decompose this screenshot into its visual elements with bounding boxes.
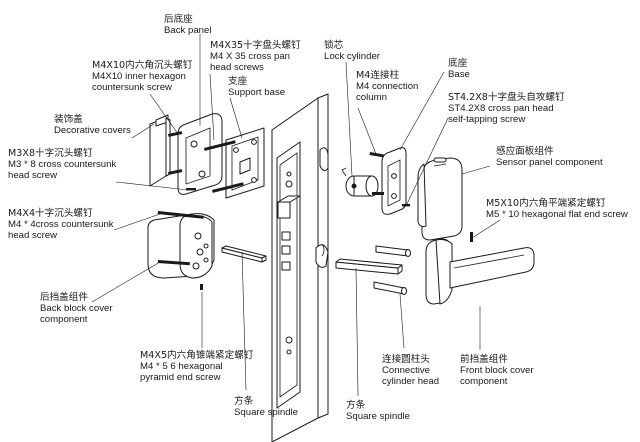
square-spindle-left — [221, 245, 267, 263]
label-m5x10-screw-zh: M5X10内六角平端紧定螺钉 — [486, 198, 606, 209]
label-decorative-covers-en: Decorative covers — [54, 125, 131, 137]
label-m4x5-screw-en-1: M4 * 5 6 hexagonal — [140, 361, 223, 373]
front-block-cover-shape — [425, 238, 535, 305]
m4-connection-columns — [369, 152, 384, 195]
label-back-block-cover-zh: 后挡盖组件 — [40, 292, 88, 303]
label-m4x10-screw-en-1: M4X10 inner hexagon — [92, 71, 186, 83]
label-back-block-cover-en-1: Back block cover — [40, 303, 113, 315]
label-m4x4-screw-en-1: M4 * 4cross countersunk — [8, 219, 114, 231]
label-square-spindle-left-en: Square spindle — [234, 407, 299, 419]
label-square-spindle-left-zh: 方条 — [234, 396, 254, 407]
label-m4-connection-column-en-2: column — [356, 92, 387, 104]
label-sensor-panel-en: Sensor panel component — [496, 157, 603, 169]
label-square-spindle-right: 方条 Square spindle — [346, 400, 410, 422]
label-back-panel-zh: 后底座 — [164, 14, 193, 25]
label-square-spindle-left: 方条 Square spindle — [234, 396, 298, 418]
label-lock-cylinder-en: Lock cylinder — [324, 51, 380, 63]
label-front-block-cover-en-2: component — [460, 376, 508, 388]
label-sensor-panel: 感应面板组件 Sensor panel component — [496, 146, 603, 168]
label-connective-cylinder-head: 连接圆柱头 Connective cylinder head — [382, 354, 439, 388]
label-decorative-covers: 装饰盖 Decorative covers — [54, 114, 131, 136]
label-m3x8-screw: M3X8十字沉头螺钉 M3 * 8 cross countersunk head… — [8, 148, 116, 182]
label-connective-cylinder-head-zh: 连接圆柱头 — [382, 354, 430, 365]
back-panel-shape — [177, 113, 223, 195]
label-support-base: 支座 Support base — [228, 76, 285, 98]
label-m4x10-screw-zh: M4X10内六角沉头螺钉 — [92, 60, 193, 71]
label-m4x4-screw-en-2: head screw — [8, 230, 58, 242]
m5x10-screw — [470, 232, 473, 242]
label-square-spindle-right-zh: 方条 — [346, 400, 366, 411]
label-m4x35-screws-en-2: head screws — [210, 62, 264, 74]
label-m4x35-screws-en-1: M4 X 35 cross pan — [210, 51, 290, 63]
square-spindle-right — [335, 258, 403, 275]
door-cutouts — [315, 147, 329, 268]
label-m5x10-screw-en: M5 * 10 hexagonal flat end screw — [486, 209, 628, 221]
base-front-shape — [381, 147, 407, 215]
label-m4x35-screws-zh: M4X35十字盘头螺钉 — [210, 40, 301, 51]
label-m4x10-screw: M4X10内六角沉头螺钉 M4X10 inner hexagon counter… — [92, 60, 192, 94]
label-back-panel-en: Back panel — [164, 25, 212, 37]
label-sensor-panel-zh: 感应面板组件 — [496, 146, 554, 157]
label-m4x4-screw-zh: M4X4十字沉头螺钉 — [8, 208, 93, 219]
screws-left — [157, 131, 244, 290]
label-decorative-covers-zh: 装饰盖 — [54, 114, 83, 125]
label-lock-cylinder: 锁芯 Lock cylinder — [324, 40, 380, 62]
label-m4-connection-column: M4连接柱 M4 connection column — [356, 70, 418, 104]
label-base-en: Base — [448, 69, 470, 81]
connective-cylinder-heads — [373, 245, 411, 295]
support-base-shape — [225, 127, 265, 199]
label-m4-connection-column-zh: M4连接柱 — [356, 70, 400, 81]
sensor-panel-shape — [417, 157, 463, 241]
label-back-block-cover-en-2: component — [40, 314, 88, 326]
label-front-block-cover-zh: 前挡盖组件 — [460, 354, 508, 365]
back-block-cover-shape — [147, 213, 215, 279]
label-square-spindle-right-en: Square spindle — [346, 411, 411, 423]
label-front-block-cover-en-1: Front block cover — [460, 365, 534, 377]
label-m3x8-screw-en-2: head screw — [8, 170, 58, 182]
label-st42x8-screw-zh: ST4.2X8十字盘头自攻螺钉 — [448, 92, 565, 103]
leader-lines — [91, 34, 501, 397]
label-m4x5-screw-zh: M4X5内六角锥端紧定螺钉 — [140, 350, 254, 361]
mortise-lock-body — [276, 141, 301, 409]
label-base: 底座 Base — [448, 58, 470, 80]
label-m4x10-screw-en-2: countersunk screw — [92, 82, 172, 94]
label-m3x8-screw-en-1: M3 * 8 cross countersunk — [8, 159, 117, 171]
label-st42x8-screw-en-1: ST4.2X8 cross pan head — [448, 103, 554, 115]
label-m3x8-screw-zh: M3X8十字沉头螺钉 — [8, 148, 93, 159]
label-support-base-zh: 支座 — [228, 76, 248, 87]
label-m4x5-screw: M4X5内六角锥端紧定螺钉 M4 * 5 6 hexagonal pyramid… — [140, 350, 253, 384]
label-base-zh: 底座 — [448, 58, 468, 69]
st42x8-screw — [402, 204, 410, 207]
label-back-block-cover: 后挡盖组件 Back block cover component — [40, 292, 113, 326]
label-m4-connection-column-en-1: M4 connection — [356, 81, 419, 93]
label-st42x8-screw: ST4.2X8十字盘头自攻螺钉 ST4.2X8 cross pan head s… — [448, 92, 565, 126]
label-lock-cylinder-zh: 锁芯 — [324, 40, 344, 51]
label-m4x35-screws: M4X35十字盘头螺钉 M4 X 35 cross pan head screw… — [210, 40, 301, 74]
label-st42x8-screw-en-2: self-tapping screw — [448, 114, 526, 126]
label-connective-cylinder-head-en-2: cylinder head — [382, 376, 440, 388]
label-support-base-en: Support base — [228, 87, 286, 99]
label-connective-cylinder-head-en-1: Connective — [382, 365, 430, 377]
label-back-panel: 后底座 Back panel — [164, 14, 211, 36]
label-m5x10-screw: M5X10内六角平端紧定螺钉 M5 * 10 hexagonal flat en… — [486, 198, 628, 220]
decorative-cover — [149, 114, 171, 187]
label-m4x5-screw-en-2: pyramid end screw — [140, 372, 221, 384]
lock-cylinder-shape — [341, 167, 379, 197]
label-front-block-cover: 前挡盖组件 Front block cover component — [460, 354, 534, 388]
label-m4x4-screw: M4X4十字沉头螺钉 M4 * 4cross countersunk head … — [8, 208, 114, 242]
